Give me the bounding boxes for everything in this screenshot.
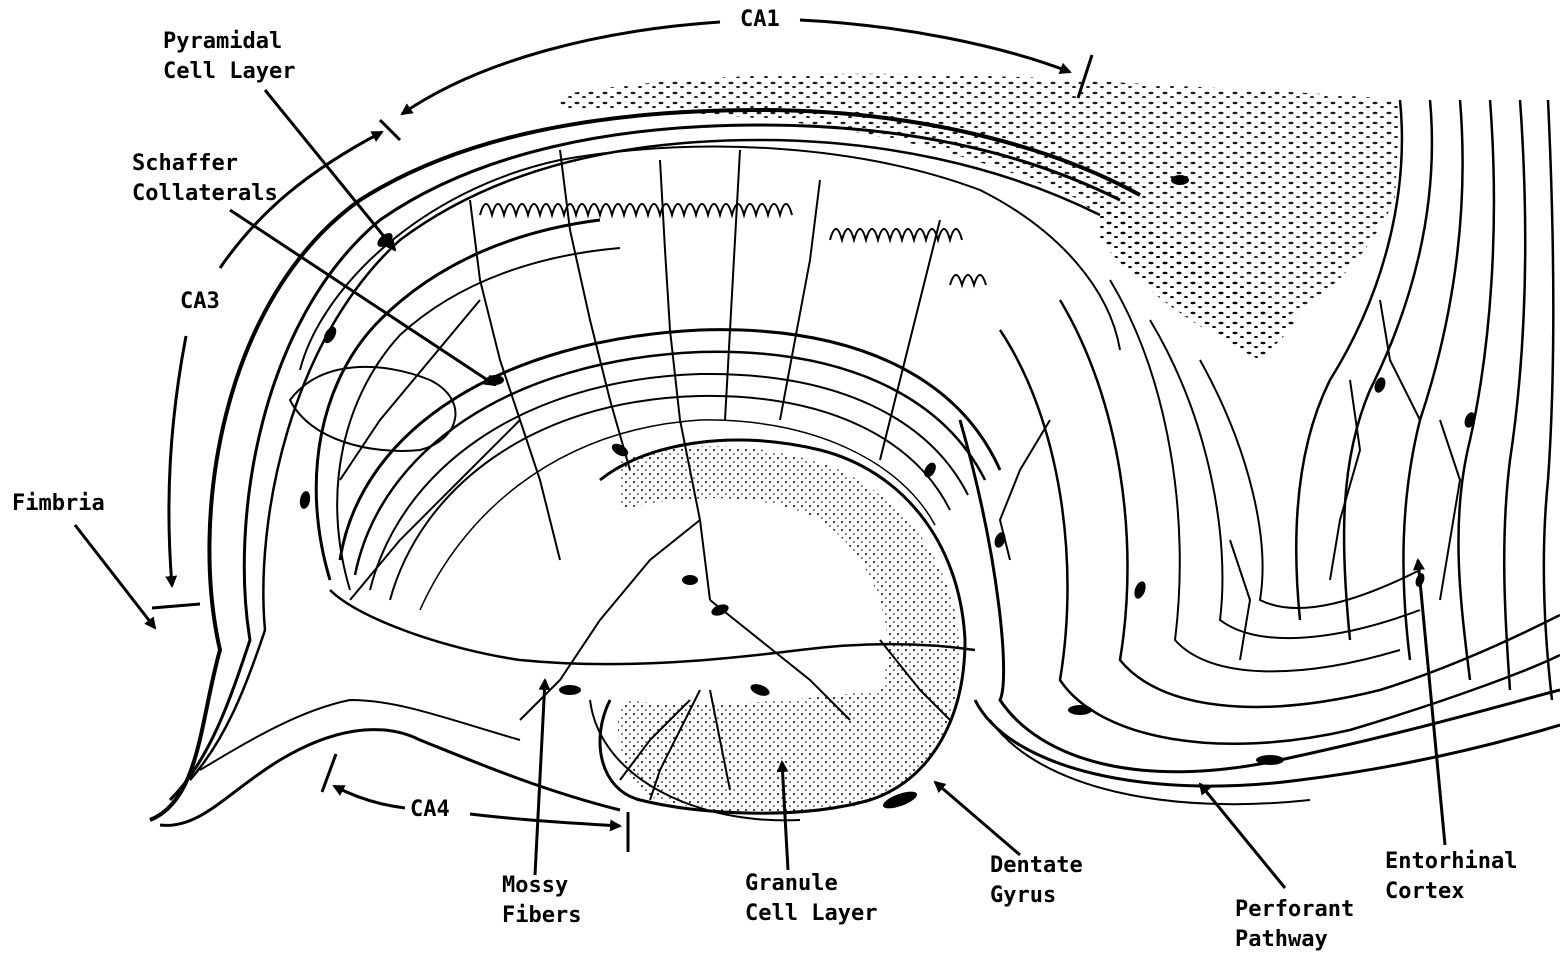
label-pyramidal-cell-layer-1: Pyramidal [163,28,282,56]
label-perforant-pathway-1: Perforant [1235,896,1354,924]
label-ca4: CA4 [410,796,450,824]
perforant-arrow [1200,784,1285,888]
ca4-arrow-left [334,786,405,808]
ca1-arrow-right [800,20,1070,72]
label-granule-cell-layer-1: Granule [745,870,838,898]
fimbria-arrow [75,525,155,628]
label-perforant-pathway-2: Pathway [1235,926,1328,954]
label-mossy-fibers-1: Mossy [502,872,568,900]
label-schaffer-collaterals-2: Collaterals [132,180,278,208]
label-ca3: CA3 [180,288,220,316]
label-mossy-fibers-2: Fibers [502,902,581,930]
ca4-arrow-right [470,814,620,826]
label-dentate-gyrus-1: Dentate [990,852,1083,880]
ca3-arrow-down [169,336,186,586]
entorhinal-arrow [1418,560,1445,845]
label-pyramidal-cell-layer-2: Cell Layer [163,58,295,86]
stippled-cortex-region [560,74,1400,360]
label-ca1: CA1 [740,6,780,34]
label-dentate-gyrus-2: Gyrus [990,882,1056,910]
label-schaffer-collaterals-1: Schaffer [132,150,238,178]
label-granule-cell-layer-2: Cell Layer [745,900,877,928]
mossy-arrow [535,680,545,875]
label-fimbria: Fimbria [12,490,105,518]
label-entorhinal-cortex-1: Entorhinal [1385,848,1517,876]
dentate-arrow [935,782,1020,855]
label-entorhinal-cortex-2: Cortex [1385,878,1464,906]
